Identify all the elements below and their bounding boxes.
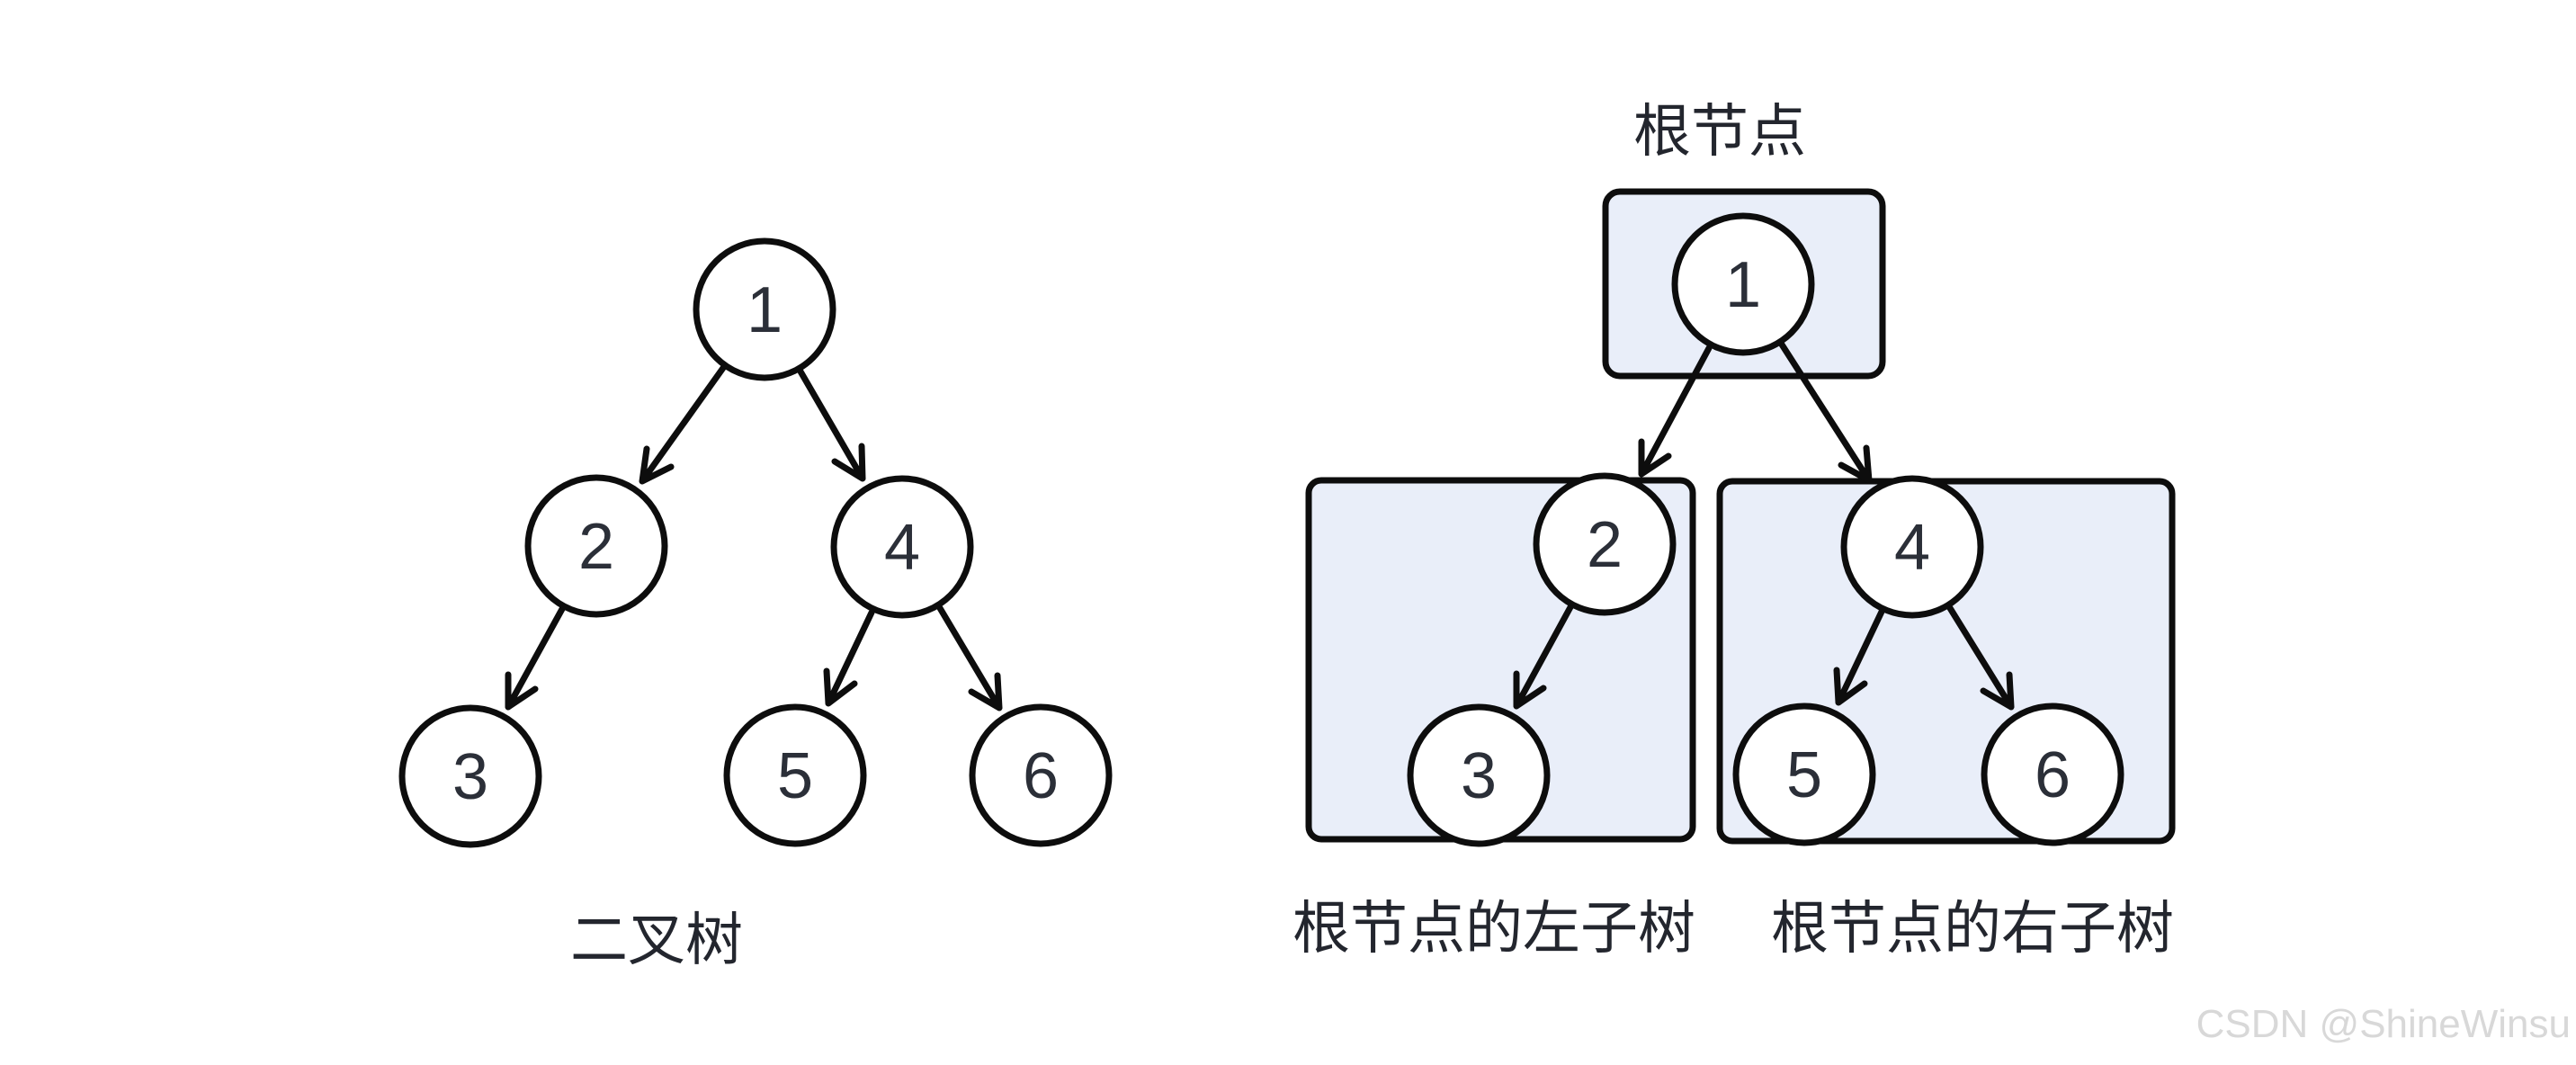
edge-arrow-2-3-right bbox=[1513, 604, 1574, 710]
decomp-node-label-4: 4 bbox=[1894, 512, 1930, 584]
node-labels: 1 2 4 3 5 6 1 2 3 4 5 6 bbox=[452, 249, 2071, 813]
edge-arrow-1-4 bbox=[797, 368, 866, 482]
tree-node-label-6: 6 bbox=[1023, 740, 1059, 812]
edge-arrow-1-2 bbox=[639, 364, 727, 485]
left-subtree-caption: 根节点的左子树 bbox=[1292, 896, 1695, 961]
edge-arrow-root-2 bbox=[1638, 345, 1713, 478]
decomp-node-circle-4 bbox=[1840, 475, 1984, 619]
watermark-text: CSDN @ShineWinsu bbox=[2196, 1002, 2571, 1046]
decomp-node-circle-1 bbox=[1671, 212, 1815, 356]
decomp-node-label-3: 3 bbox=[1461, 740, 1497, 812]
node-circles bbox=[398, 212, 2124, 848]
tree-node-label-5: 5 bbox=[777, 740, 813, 812]
tree-node-circle-5 bbox=[723, 703, 867, 847]
decomp-node-label-2: 2 bbox=[1587, 509, 1623, 581]
tree-node-circle-6 bbox=[969, 703, 1113, 847]
right-subtree-caption: 根节点的右子树 bbox=[1771, 896, 2174, 961]
decomp-node-circle-3 bbox=[1407, 703, 1551, 847]
decomp-node-label-6: 6 bbox=[2035, 739, 2071, 811]
root-label: 根节点 bbox=[1633, 99, 1806, 164]
decomp-node-label-1: 1 bbox=[1725, 249, 1761, 321]
tree-node-circle-4 bbox=[830, 475, 974, 619]
tree-node-label-2: 2 bbox=[578, 511, 614, 583]
tree-node-circle-1 bbox=[693, 237, 836, 381]
decomposition-edges bbox=[1513, 341, 2015, 711]
edge-arrow-4-6-right bbox=[1946, 604, 2015, 711]
tree-node-label-3: 3 bbox=[452, 741, 488, 813]
tree-node-circle-2 bbox=[524, 474, 668, 618]
tree-node-label-4: 4 bbox=[884, 512, 920, 584]
edge-arrow-root-4 bbox=[1778, 341, 1873, 484]
edge-arrow-4-5 bbox=[823, 609, 875, 707]
tree-node-circle-3 bbox=[398, 704, 542, 848]
binary-tree-caption: 二叉树 bbox=[570, 908, 743, 972]
edge-arrow-4-6 bbox=[936, 604, 1003, 711]
decomp-node-circle-5 bbox=[1732, 703, 1876, 846]
edge-arrow-4-5-right bbox=[1833, 608, 1885, 706]
tree-node-label-1: 1 bbox=[747, 274, 783, 346]
decomp-node-circle-6 bbox=[1981, 703, 2124, 846]
edge-arrow-2-3 bbox=[505, 605, 566, 711]
decomp-node-circle-2 bbox=[1533, 472, 1677, 616]
binary-tree-edges bbox=[505, 364, 1003, 711]
decomp-node-label-5: 5 bbox=[1786, 739, 1822, 811]
